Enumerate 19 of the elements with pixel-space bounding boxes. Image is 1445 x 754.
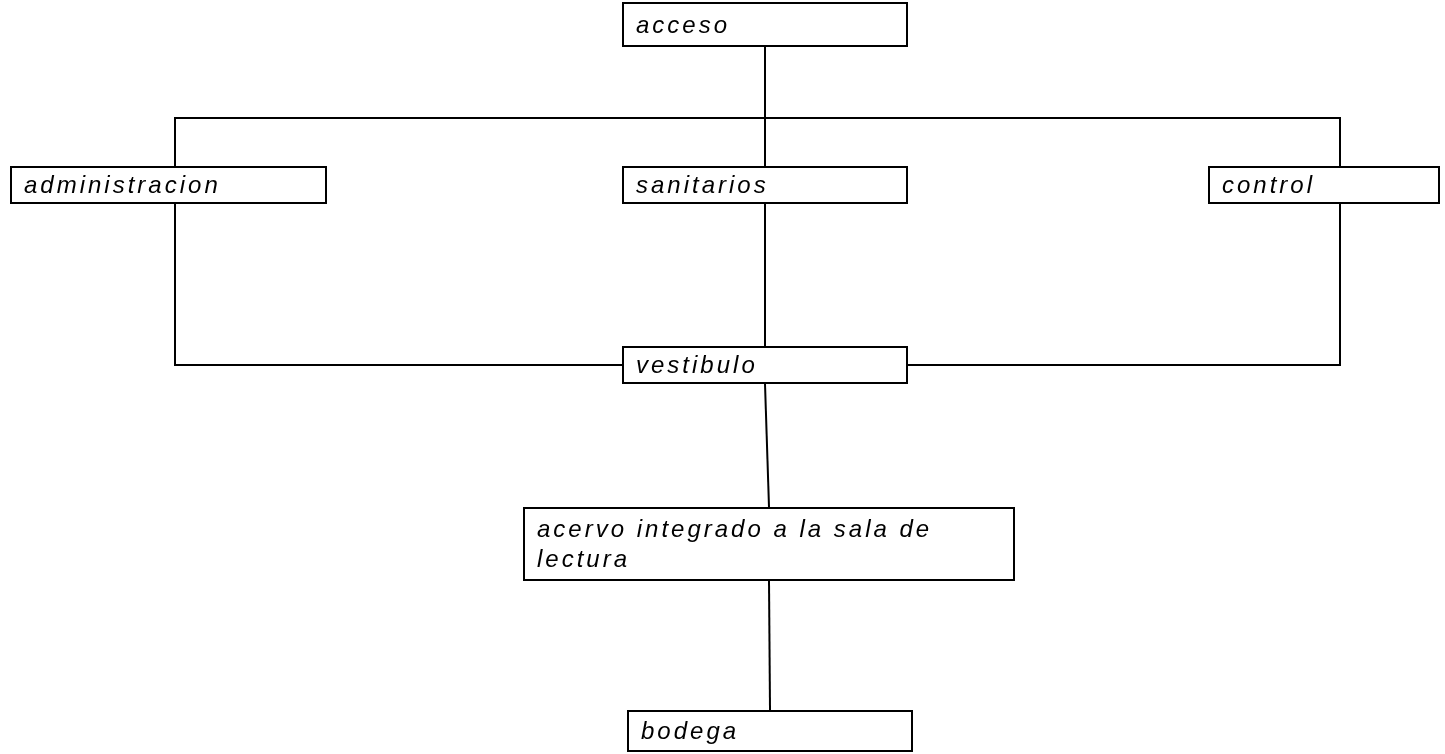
connector-line: [907, 203, 1341, 366]
room-box: [622, 346, 908, 384]
room-box: [10, 166, 327, 204]
room-label: vestibulo: [636, 350, 758, 380]
room-box: [622, 2, 908, 47]
room-box: [622, 166, 908, 204]
room-label: administracion: [24, 170, 221, 200]
room-label: acceso: [636, 9, 731, 40]
room-box: [627, 710, 913, 752]
connector-line: [764, 383, 770, 508]
connector-line: [174, 203, 623, 366]
room-box: [523, 507, 1015, 581]
room-box: [1208, 166, 1440, 204]
room-label: sanitarios: [636, 170, 769, 200]
room-label: control: [1222, 170, 1316, 200]
connector-line: [768, 580, 771, 711]
room-label: bodega: [641, 716, 740, 746]
room-label: acervo integrado a la sala de lectura: [537, 514, 934, 574]
connector-line: [764, 203, 766, 347]
